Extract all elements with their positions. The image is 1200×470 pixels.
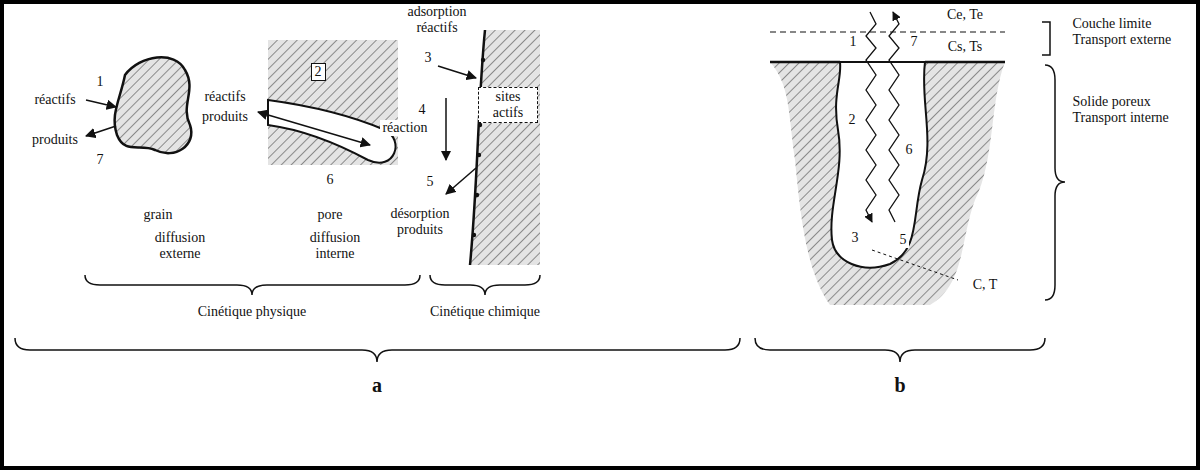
brace [85, 275, 420, 295]
surface-line [470, 30, 485, 265]
text-label: Cs, Ts [946, 39, 985, 55]
leader-line [872, 250, 958, 280]
bracket [1042, 22, 1050, 55]
reactant-path [866, 12, 876, 222]
text-label: Cinétique physique [196, 304, 309, 320]
surface-line [770, 61, 1005, 64]
text-label: grain [142, 207, 175, 223]
text-label: Couche limite Transport externe [1071, 16, 1190, 48]
reaction-arrow [445, 98, 447, 160]
site-dot [475, 193, 479, 197]
porous-solid [268, 40, 398, 165]
pore-diffusion-arrow [258, 112, 370, 145]
site-dot [478, 123, 482, 127]
text-label: Cinétique chimique [428, 304, 542, 320]
active-sites [472, 58, 485, 237]
text-label: a [370, 374, 384, 397]
text-label: b [892, 374, 907, 397]
site-dot [481, 58, 485, 62]
text-label: diffusion externe [138, 230, 222, 262]
text-label: produits [30, 132, 80, 148]
text-label: pore [316, 207, 345, 223]
product-path [889, 12, 899, 222]
callout-number: 2 [311, 63, 326, 81]
porous-solid [770, 62, 1005, 305]
callout-number: 7 [95, 152, 106, 168]
pore-channel [831, 62, 927, 268]
text-label: réaction [380, 120, 429, 136]
callout-number: 3 [423, 50, 434, 66]
callout-number: 7 [909, 34, 920, 50]
grain-shape [115, 57, 192, 153]
brace [1045, 65, 1065, 300]
brace [430, 275, 540, 295]
text-label: sites actifs [478, 87, 538, 123]
callout-number: 5 [425, 174, 436, 190]
text-label: adsorption réactifs [395, 4, 479, 36]
reactant-arrow [86, 100, 116, 107]
callout-number: 1 [848, 34, 859, 50]
text-label: réactifs [202, 89, 247, 105]
text-label: désorption produits [373, 206, 467, 238]
site-dot [477, 153, 481, 157]
callout-number: 6 [325, 172, 336, 188]
callout-number: 4 [417, 102, 428, 118]
catalyst-surface [470, 30, 540, 265]
text-label: Solide poreux Transport interne [1071, 94, 1190, 126]
callout-number: 1 [95, 74, 106, 90]
text-label: réactifs [32, 92, 77, 108]
desorption-arrow [446, 168, 476, 194]
pore-channel [268, 100, 396, 163]
brace [15, 338, 740, 362]
text-label: C, T [971, 277, 1000, 293]
text-label: produits [200, 109, 250, 125]
callout-number: 2 [847, 112, 858, 128]
brace [755, 338, 1045, 362]
site-dot [472, 233, 476, 237]
callout-number: 5 [898, 232, 909, 248]
callout-number: 6 [904, 142, 915, 158]
adsorption-arrow [438, 66, 476, 78]
product-arrow [86, 126, 116, 136]
boundary-layer-line [770, 31, 1005, 32]
text-label: Ce, Te [945, 7, 985, 23]
text-label: diffusion interne [293, 230, 377, 262]
callout-number: 3 [850, 230, 861, 246]
